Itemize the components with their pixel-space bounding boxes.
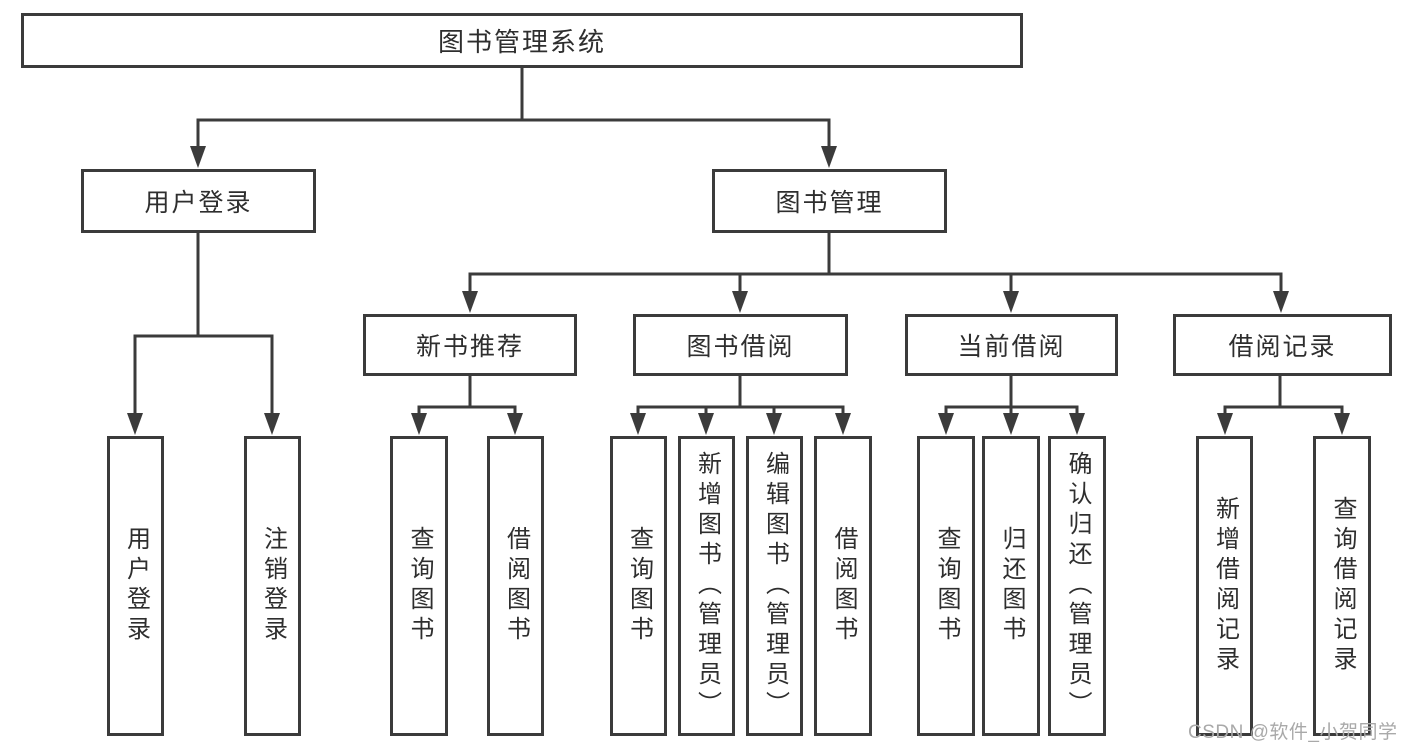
arrowhead bbox=[1217, 413, 1233, 435]
leaf-query-books-borrowing-label: 查询图书 bbox=[625, 526, 653, 646]
leaf-borrow-books-recommend: 借阅图书 bbox=[487, 436, 544, 736]
csdn-watermark: CSDN @软件_小贺同学 bbox=[1188, 722, 1398, 743]
leaf-return-books-label: 归还图书 bbox=[998, 526, 1025, 646]
node-book-borrowing: 图书借阅 bbox=[633, 314, 848, 376]
node-new-book-recommend: 新书推荐 bbox=[363, 314, 577, 376]
arrowhead bbox=[1069, 413, 1085, 435]
arrowhead bbox=[698, 413, 714, 435]
edge-user-login-split bbox=[133, 334, 274, 418]
leaf-add-borrow-record-label: 新增借阅记录 bbox=[1211, 496, 1239, 676]
edge-book-mgmt-split bbox=[468, 272, 1283, 296]
node-current-borrowing-label: 当前借阅 bbox=[957, 333, 1066, 361]
arrowhead bbox=[1003, 413, 1019, 435]
leaf-edit-book-admin: 编辑图书（管理员） bbox=[746, 436, 803, 736]
edge-new-book-split bbox=[417, 405, 517, 418]
arrowhead bbox=[630, 413, 646, 435]
leaf-add-borrow-record: 新增借阅记录 bbox=[1196, 436, 1253, 736]
leaf-logout-label: 注销登录 bbox=[259, 526, 287, 646]
leaf-return-books: 归还图书 bbox=[982, 436, 1040, 736]
arrowhead bbox=[507, 413, 523, 435]
node-book-borrowing-label: 图书借阅 bbox=[686, 333, 795, 361]
node-user-login-branch: 用户登录 bbox=[81, 169, 316, 233]
leaf-add-book-admin: 新增图书（管理员） bbox=[678, 436, 735, 736]
edge-root-split bbox=[196, 118, 831, 151]
leaf-query-books-recommend: 查询图书 bbox=[390, 436, 448, 736]
leaf-confirm-return-admin-label: 确认归还（管理员） bbox=[1064, 451, 1091, 721]
leaf-borrow-books-recommend-label: 借阅图书 bbox=[502, 526, 530, 646]
arrowhead bbox=[766, 413, 782, 435]
arrowhead bbox=[821, 146, 837, 168]
arrowhead bbox=[411, 413, 427, 435]
node-user-login-branch-label: 用户登录 bbox=[144, 189, 253, 217]
arrowhead bbox=[732, 291, 748, 313]
leaf-query-borrow-record-label: 查询借阅记录 bbox=[1329, 496, 1356, 676]
node-new-book-recommend-label: 新书推荐 bbox=[415, 333, 524, 361]
arrowhead bbox=[1273, 291, 1289, 313]
arrowhead bbox=[938, 413, 954, 435]
leaf-user-login: 用户登录 bbox=[107, 436, 164, 736]
node-current-borrowing: 当前借阅 bbox=[905, 314, 1118, 376]
leaf-query-books-borrowing: 查询图书 bbox=[610, 436, 667, 736]
leaf-confirm-return-admin: 确认归还（管理员） bbox=[1048, 436, 1106, 736]
leaf-borrow-books-borrowing: 借阅图书 bbox=[814, 436, 872, 736]
node-library-system-label: 图书管理系统 bbox=[437, 27, 606, 57]
node-book-management: 图书管理 bbox=[712, 169, 947, 233]
node-book-management-label: 图书管理 bbox=[775, 189, 884, 217]
leaf-edit-book-admin-label: 编辑图书（管理员） bbox=[761, 451, 789, 721]
arrowhead bbox=[264, 413, 280, 435]
leaf-borrow-books-borrowing-label: 借阅图书 bbox=[830, 526, 857, 646]
node-borrow-records-label: 借阅记录 bbox=[1228, 333, 1337, 361]
arrowhead bbox=[835, 413, 851, 435]
node-borrow-records: 借阅记录 bbox=[1173, 314, 1392, 376]
node-library-system: 图书管理系统 bbox=[21, 13, 1023, 68]
arrowhead bbox=[1003, 291, 1019, 313]
leaf-user-login-label: 用户登录 bbox=[122, 526, 150, 646]
arrowhead bbox=[1334, 413, 1350, 435]
leaf-query-books-current-label: 查询图书 bbox=[933, 526, 960, 646]
leaf-query-books-recommend-label: 查询图书 bbox=[406, 526, 433, 646]
edge-records-split bbox=[1223, 405, 1344, 418]
leaf-logout: 注销登录 bbox=[244, 436, 301, 736]
leaf-query-books-current: 查询图书 bbox=[917, 436, 975, 736]
arrowhead bbox=[127, 413, 143, 435]
arrowhead bbox=[190, 146, 206, 168]
leaf-add-book-admin-label: 新增图书（管理员） bbox=[693, 451, 721, 721]
arrowhead bbox=[462, 291, 478, 313]
leaf-query-borrow-record: 查询借阅记录 bbox=[1313, 436, 1371, 736]
edge-borrowing-split bbox=[636, 405, 845, 418]
